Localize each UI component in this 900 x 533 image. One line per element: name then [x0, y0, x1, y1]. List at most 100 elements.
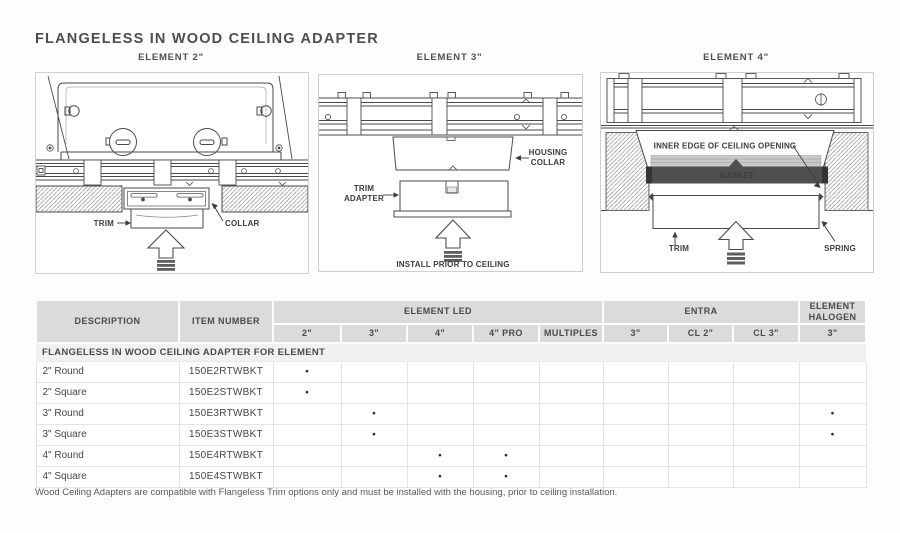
spring-label: SPRING — [824, 244, 856, 253]
mark-cell — [272, 444, 342, 467]
labels: INNER EDGE OF CEILING OPENING GASKET TRI… — [654, 142, 856, 254]
compatibility-table-wrap: DESCRIPTION ITEM NUMBER ELEMENT LED ENTR… — [35, 299, 867, 488]
mark-cell — [667, 360, 734, 383]
mark-cell — [798, 444, 867, 467]
col-header-multiples: MULTIPLES — [538, 322, 604, 344]
item-number-cell: 150E2STWBKT — [178, 381, 274, 404]
element-3-diagram: HOUSING COLLAR TRIM ADAPTER INSTALL PRIO… — [319, 92, 582, 269]
mark-cell: ● — [472, 465, 540, 488]
mark-cell — [340, 444, 408, 467]
mark-cell — [602, 444, 669, 467]
mark-cell — [798, 465, 867, 488]
col-header-entra-cl-2: CL 2" — [667, 322, 734, 344]
col-header-led-2: 2" — [272, 322, 342, 344]
mark-cell — [406, 381, 474, 404]
mark-cell — [602, 360, 669, 383]
item-number-cell: 150E3STWBKT — [178, 423, 274, 446]
mark-cell — [340, 360, 408, 383]
description-cell: 3" Round — [35, 402, 180, 425]
col-header-led-4: 4" — [406, 322, 474, 344]
col-group-entra: ENTRA — [602, 299, 800, 325]
mark-cell — [667, 444, 734, 467]
description-cell: 4" Square — [35, 465, 180, 488]
description-cell: 2" Round — [35, 360, 180, 383]
mark-cell: ● — [340, 423, 408, 446]
col-header-entra-cl-3: CL 3" — [732, 322, 800, 344]
mark-cell — [340, 381, 408, 404]
col-header-entra-3: 3" — [602, 322, 669, 344]
mark-cell — [272, 402, 342, 425]
mark-cell — [272, 423, 342, 446]
mark-cell — [340, 465, 408, 488]
section-header-row: FLANGELESS IN WOOD CEILING ADAPTER FOR E… — [36, 342, 866, 362]
description-cell: 4" Round — [35, 444, 180, 467]
element-2-diagram: TRIM COLLAR — [36, 75, 308, 271]
mark-cell — [538, 444, 604, 467]
collar-label: COLLAR — [225, 219, 260, 228]
col-header-item-number: ITEM NUMBER — [178, 299, 274, 344]
col-header-description: DESCRIPTION — [35, 299, 180, 344]
mark-cell — [667, 465, 734, 488]
description-cell: 2" Square — [35, 381, 180, 404]
install-arrow — [434, 219, 472, 262]
mark-cell — [667, 402, 734, 425]
mark-cell — [667, 381, 734, 404]
col-header-led-3: 3" — [340, 322, 408, 344]
page-title: FLANGELESS IN WOOD CEILING ADAPTER — [35, 31, 379, 47]
col-group-element-halogen: ELEMENT HALOGEN — [798, 299, 867, 325]
housing-collar-drawing — [392, 136, 514, 171]
mark-cell: ● — [272, 381, 342, 404]
compatibility-table: DESCRIPTION ITEM NUMBER ELEMENT LED ENTR… — [35, 299, 867, 488]
mark-cell — [472, 423, 540, 446]
item-number-cell: 150E4RTWBKT — [178, 444, 274, 467]
mark-cell — [538, 465, 604, 488]
install-arrow — [146, 229, 186, 271]
mark-cell — [538, 381, 604, 404]
table-body: FLANGELESS IN WOOD CEILING ADAPTER FOR E… — [35, 342, 867, 488]
trim-adapter-label-line1: TRIM — [354, 184, 374, 193]
mark-cell — [538, 402, 604, 425]
mark-cell: ● — [406, 444, 474, 467]
mark-cell: ● — [472, 444, 540, 467]
mark-cell — [602, 381, 669, 404]
footnote: Wood Ceiling Adapters are compatible wit… — [35, 487, 618, 498]
mark-cell — [602, 465, 669, 488]
mounting-rail-drawing — [319, 92, 582, 136]
mark-cell — [538, 360, 604, 383]
diagram-title-element-4: ELEMENT 4" — [703, 52, 769, 63]
diagram-title-element-2: ELEMENT 2" — [138, 52, 204, 63]
mounting-rail-drawing — [601, 73, 873, 129]
housing-collar-label-line2: COLLAR — [531, 158, 566, 167]
col-header-halogen-3: 3" — [798, 322, 867, 344]
item-number-cell: 150E3RTWBKT — [178, 402, 274, 425]
description-cell: 3" Square — [35, 423, 180, 446]
item-number-cell: 150E2RTWBKT — [178, 360, 274, 383]
gasket-label: GASKET — [720, 171, 755, 180]
mark-cell: ● — [798, 402, 867, 425]
trim-label: TRIM — [94, 219, 114, 228]
install-note-label: INSTALL PRIOR TO CEILING — [396, 260, 509, 269]
mark-cell — [732, 423, 800, 446]
mark-cell: ● — [798, 423, 867, 446]
col-header-led-4-pro: 4" PRO — [472, 322, 540, 344]
install-arrow — [717, 220, 755, 265]
mark-cell — [798, 360, 867, 383]
inner-edge-label: INNER EDGE OF CEILING OPENING — [654, 142, 797, 151]
mark-cell — [406, 402, 474, 425]
labels: TRIM COLLAR — [94, 203, 260, 228]
trim-label: TRIM — [669, 244, 689, 253]
mark-cell — [472, 402, 540, 425]
mark-cell — [406, 423, 474, 446]
section-header: FLANGELESS IN WOOD CEILING ADAPTER FOR E… — [36, 342, 866, 362]
mark-cell — [732, 360, 800, 383]
item-number-cell: 150E4STWBKT — [178, 465, 274, 488]
mark-cell: ● — [272, 360, 342, 383]
element-2-diagram-panel: TRIM COLLAR — [35, 72, 309, 274]
labels: HOUSING COLLAR TRIM ADAPTER INSTALL PRIO… — [344, 148, 567, 269]
mark-cell — [472, 360, 540, 383]
